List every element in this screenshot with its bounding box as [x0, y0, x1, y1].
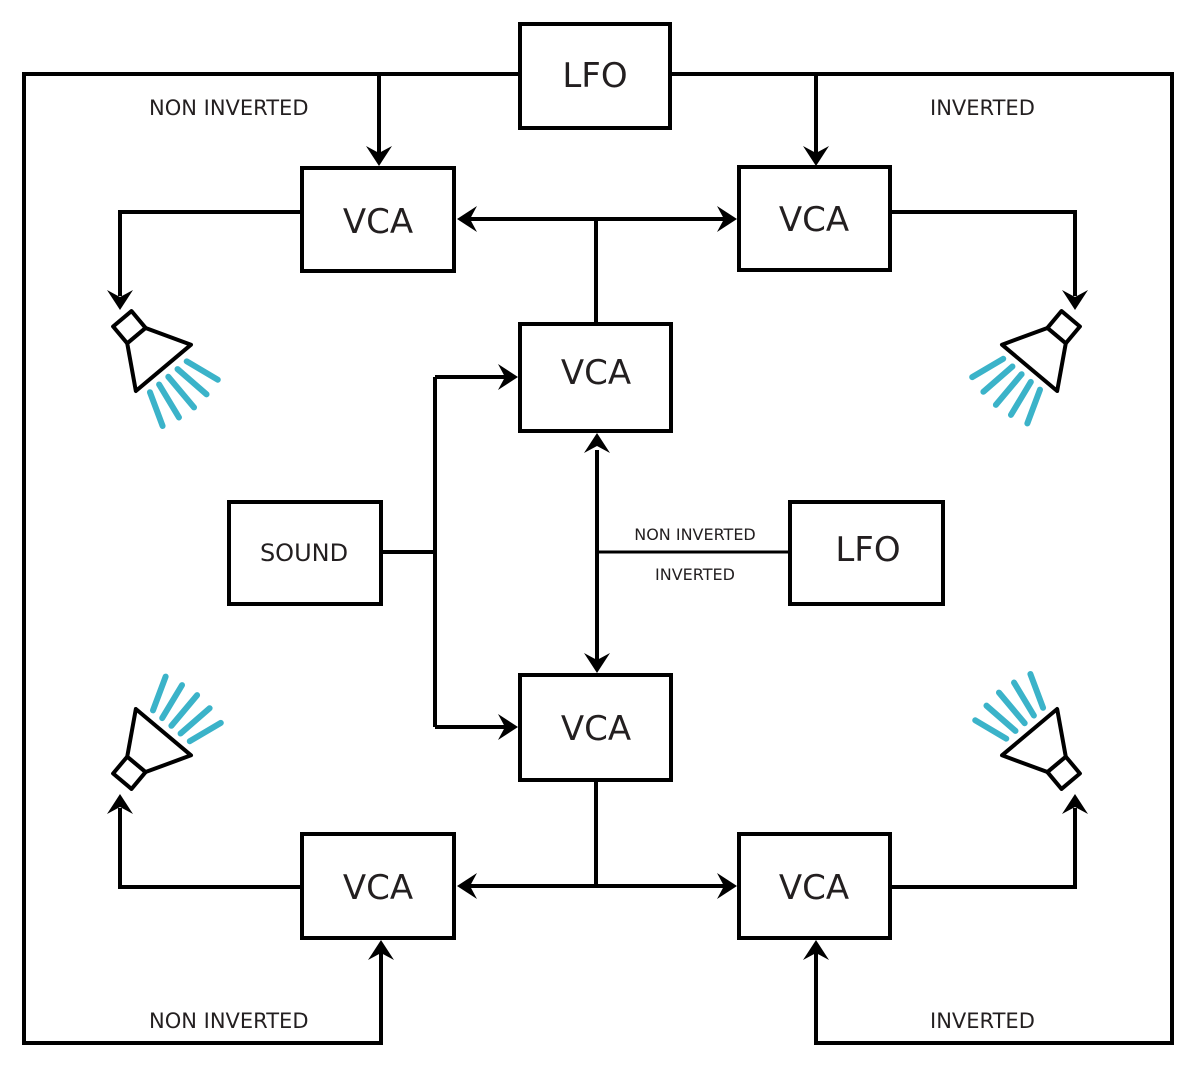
sound-waves-icon [149, 673, 224, 745]
edge-label-bottom-left: NON INVERTED [149, 1009, 309, 1033]
vca-top-left-label: VCA [343, 202, 413, 242]
vca-bottom-right-node: VCA [737, 832, 892, 940]
speaker-icon [999, 309, 1082, 393]
edge-label-top-right: INVERTED [930, 96, 1035, 120]
vca-top-right-node: VCA [737, 165, 892, 272]
speaker-bottom-left [111, 673, 224, 791]
wire-vca-bottom-left-to-speaker [118, 808, 302, 889]
sound-node: SOUND [227, 500, 383, 606]
sound-waves-icon [972, 671, 1047, 742]
wire-vca-top-right-to-speaker [891, 210, 1077, 296]
sound-waves-icon [146, 358, 221, 429]
vca-center-bottom-label: VCA [561, 709, 631, 749]
vca-top-right-label: VCA [779, 200, 849, 240]
vca-bottom-left-node: VCA [300, 832, 456, 940]
sound-waves-icon [969, 355, 1044, 427]
vca-center-top-node: VCA [518, 322, 673, 433]
lfo-mid-label: LFO [835, 530, 900, 570]
wire-center-top-split [466, 217, 725, 324]
wire-sound-bus [381, 375, 505, 729]
speaker-bottom-right [972, 671, 1082, 791]
speaker-icon [111, 707, 194, 791]
speaker-icon [111, 309, 194, 393]
speaker-top-right [969, 309, 1082, 427]
speaker-top-left [111, 309, 221, 429]
vca-center-top-label: VCA [561, 353, 631, 393]
vca-bottom-left-label: VCA [343, 868, 413, 908]
wire-lfo-outer-right [670, 72, 1174, 1045]
edge-label-mid-upper: NON INVERTED [634, 525, 756, 544]
edge-label-mid-lower: INVERTED [655, 565, 735, 584]
wire-lfo-outer-left [22, 72, 520, 1045]
edge-label-top-left: NON INVERTED [149, 96, 309, 120]
vca-center-bottom-node: VCA [518, 673, 673, 782]
lfo-top-node: LFO [518, 22, 672, 130]
lfo-mid-node: LFO [788, 500, 945, 606]
edge-label-bottom-right: INVERTED [930, 1009, 1035, 1033]
vca-bottom-right-label: VCA [779, 868, 849, 908]
speaker-icon [999, 707, 1082, 791]
vca-top-left-node: VCA [300, 166, 456, 273]
wire-vca-top-left-to-speaker [118, 210, 302, 296]
sound-label: SOUND [260, 539, 348, 567]
lfo-top-label: LFO [562, 56, 627, 96]
wire-vca-bottom-right-to-speaker [891, 808, 1077, 889]
wire-center-bottom-split [466, 781, 725, 888]
